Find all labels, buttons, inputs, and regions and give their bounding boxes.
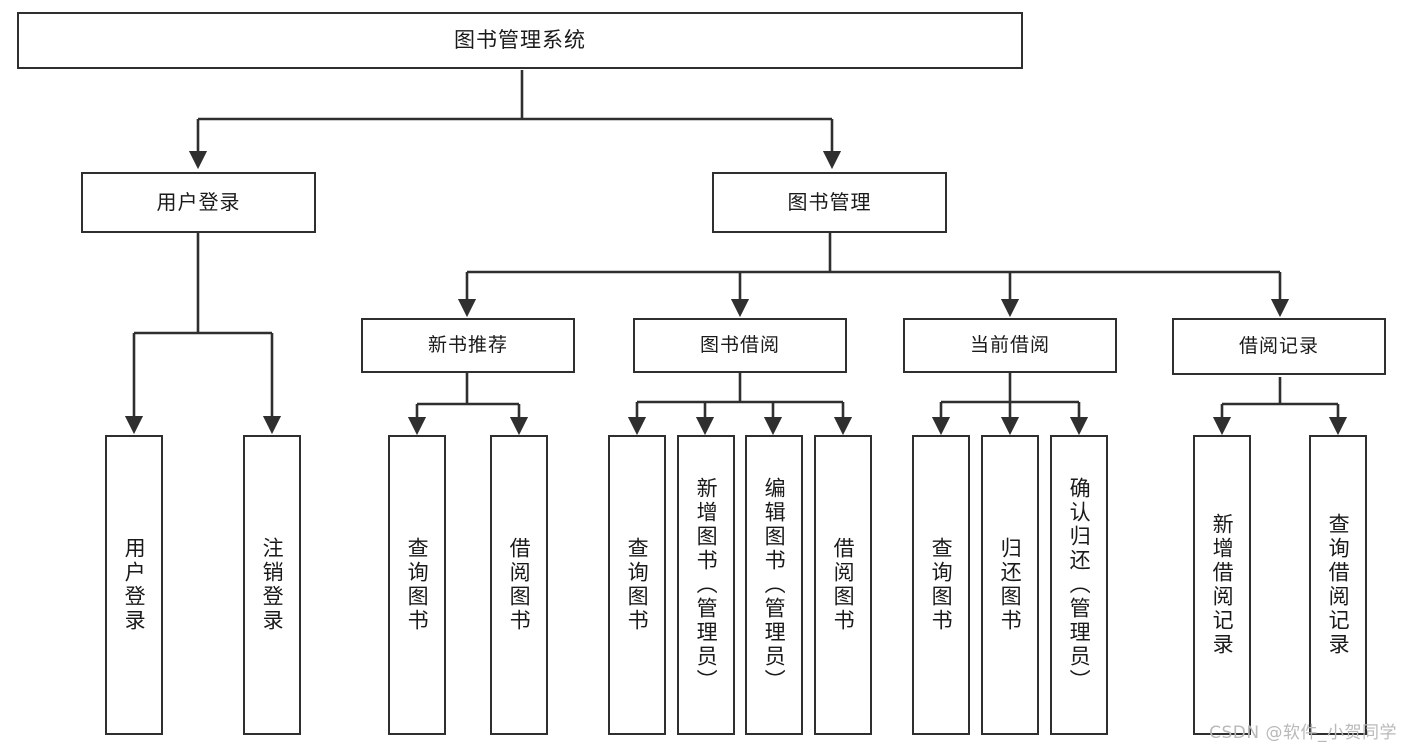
leaf-new-book-query-label: 查询图书 — [405, 537, 430, 633]
leaf-book-borrow-borrow-label: 借阅图书 — [831, 537, 856, 633]
leaf-borrow-record-add-label: 新增借阅记录 — [1210, 513, 1235, 657]
leaf-user-login-login-label: 用户登录 — [122, 537, 147, 633]
leaf-new-book-query[interactable]: 查询图书 — [388, 435, 446, 735]
node-book-borrow[interactable]: 图书借阅 — [633, 318, 847, 373]
leaf-book-borrow-query[interactable]: 查询图书 — [608, 435, 666, 735]
node-root-label: 图书管理系统 — [454, 28, 586, 53]
leaf-book-borrow-edit[interactable]: 编辑图书（管理员） — [745, 435, 803, 735]
leaf-book-borrow-edit-label: 编辑图书（管理员） — [762, 477, 787, 693]
node-new-book-recommend[interactable]: 新书推荐 — [361, 318, 575, 373]
node-user-login[interactable]: 用户登录 — [81, 172, 316, 233]
leaf-user-login-login[interactable]: 用户登录 — [105, 435, 163, 735]
node-book-manage-label: 图书管理 — [787, 189, 872, 214]
leaf-user-login-logout[interactable]: 注销登录 — [243, 435, 301, 735]
leaf-book-borrow-borrow[interactable]: 借阅图书 — [814, 435, 872, 735]
leaf-current-borrow-query-label: 查询图书 — [929, 537, 954, 633]
leaf-borrow-record-query[interactable]: 查询借阅记录 — [1309, 435, 1367, 735]
leaf-book-borrow-add[interactable]: 新增图书（管理员） — [677, 435, 735, 735]
node-current-borrow-label: 当前借阅 — [969, 334, 1050, 357]
node-current-borrow[interactable]: 当前借阅 — [903, 318, 1117, 373]
leaf-current-borrow-return-label: 归还图书 — [998, 537, 1023, 633]
leaf-user-login-logout-label: 注销登录 — [260, 537, 285, 633]
node-book-manage[interactable]: 图书管理 — [712, 172, 947, 233]
leaf-new-book-borrow-label: 借阅图书 — [507, 537, 532, 633]
leaf-borrow-record-add[interactable]: 新增借阅记录 — [1193, 435, 1251, 735]
leaf-borrow-record-query-label: 查询借阅记录 — [1326, 513, 1351, 657]
leaf-current-borrow-confirm-label: 确认归还（管理员） — [1067, 477, 1092, 693]
csdn-watermark: CSDN @软件_小贺同学 — [1209, 723, 1397, 743]
node-user-login-label: 用户登录 — [156, 189, 241, 214]
leaf-new-book-borrow[interactable]: 借阅图书 — [490, 435, 548, 735]
leaf-current-borrow-confirm[interactable]: 确认归还（管理员） — [1050, 435, 1108, 735]
node-new-book-recommend-label: 新书推荐 — [427, 334, 508, 357]
node-borrow-record-label: 借阅记录 — [1238, 335, 1319, 358]
node-book-borrow-label: 图书借阅 — [699, 334, 780, 357]
leaf-book-borrow-add-label: 新增图书（管理员） — [694, 477, 719, 693]
leaf-book-borrow-query-label: 查询图书 — [625, 537, 650, 633]
node-borrow-record[interactable]: 借阅记录 — [1172, 318, 1386, 375]
node-root[interactable]: 图书管理系统 — [17, 12, 1023, 69]
leaf-current-borrow-query[interactable]: 查询图书 — [912, 435, 970, 735]
leaf-current-borrow-return[interactable]: 归还图书 — [981, 435, 1039, 735]
